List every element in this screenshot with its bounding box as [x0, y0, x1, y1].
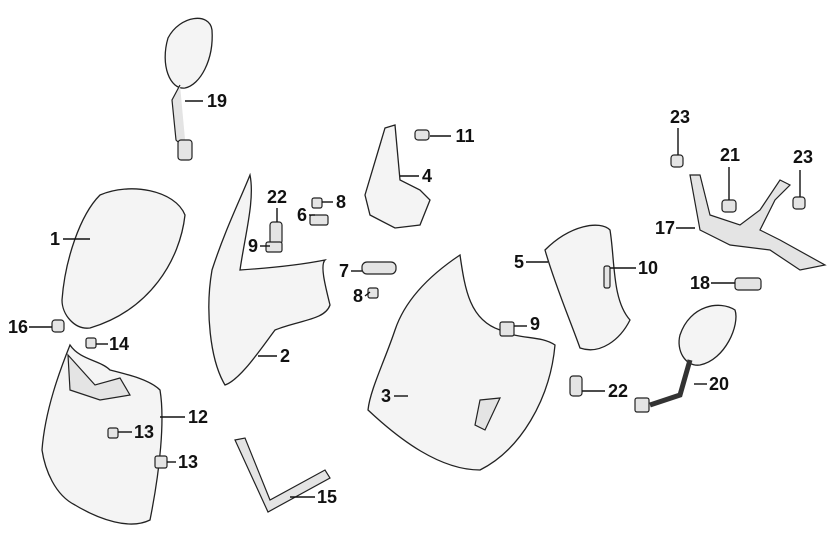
- callout-23: 23: [792, 147, 814, 167]
- callout-7: 7: [338, 261, 350, 281]
- hardware-fasteners: [51, 129, 806, 469]
- callout-3: 3: [380, 386, 392, 406]
- callout-18: 18: [689, 273, 711, 293]
- part-mirror-left: [164, 17, 213, 161]
- part-mirror-right: [634, 304, 737, 413]
- callout-14: 14: [108, 334, 130, 354]
- part-inner-panel-right: [544, 224, 631, 351]
- callout-8: 8: [352, 286, 364, 306]
- callout-20: 20: [708, 374, 730, 394]
- callout-19: 19: [206, 91, 228, 111]
- callout-5: 5: [513, 252, 525, 272]
- callout-21: 21: [719, 145, 741, 165]
- callout-2: 2: [279, 346, 291, 366]
- part-windscreen: [61, 188, 186, 329]
- callout-10: 10: [637, 258, 659, 278]
- callout-4: 4: [421, 166, 433, 186]
- callout-13: 13: [133, 422, 155, 442]
- callout-11: 11: [455, 126, 475, 146]
- callout-22: 22: [607, 381, 629, 401]
- callout-22: 22: [266, 187, 288, 207]
- part-fairing-stay: [689, 174, 827, 271]
- part-inner-bracket: [364, 124, 431, 229]
- callout-12: 12: [187, 407, 209, 427]
- callout-6: 6: [296, 205, 308, 225]
- part-lower-cowl: [367, 253, 556, 471]
- callout-16: 16: [7, 317, 29, 337]
- callout-17: 17: [654, 218, 676, 238]
- part-trim-strip: [234, 437, 331, 513]
- callout-9: 9: [529, 314, 541, 334]
- callout-1: 1: [49, 229, 61, 249]
- callout-8: 8: [335, 192, 347, 212]
- callout-9: 9: [247, 236, 259, 256]
- callout-23: 23: [669, 107, 691, 127]
- callout-13: 13: [177, 452, 199, 472]
- callout-15: 15: [316, 487, 338, 507]
- leader-lines: [29, 100, 801, 498]
- part-side-cowl-left: [208, 172, 331, 386]
